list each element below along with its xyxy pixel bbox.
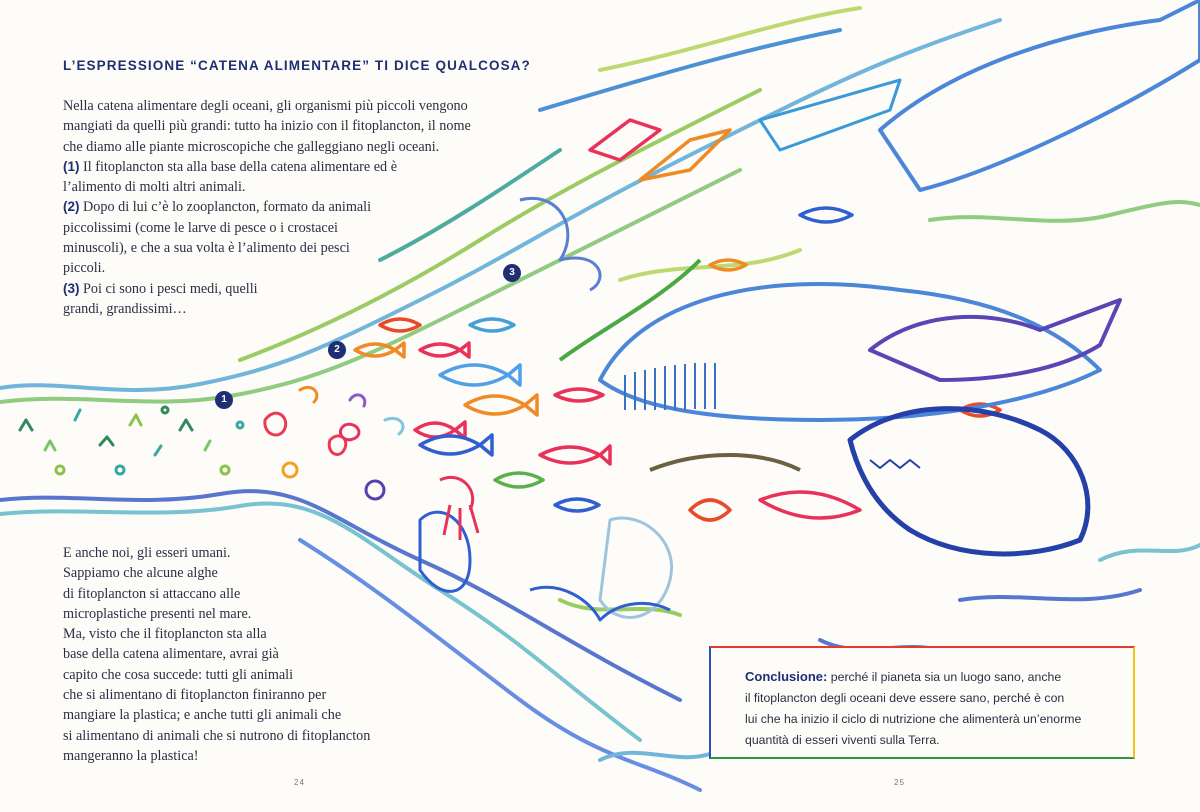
hammerhead-shape bbox=[758, 78, 902, 152]
point-3-line: (3) Poi ci sono i pesci medi, quelli bbox=[63, 279, 471, 299]
intro-line: mangiati da quelli più grandi: tutto ha … bbox=[63, 118, 471, 135]
polar-bear-shape bbox=[598, 516, 673, 619]
conclusion-label: Conclusione: bbox=[745, 669, 828, 684]
point-1-line: l’alimento di molti altri animali. bbox=[63, 179, 246, 196]
top-whale-shape bbox=[878, 0, 1200, 192]
point-2-text: Dopo di lui c’è lo zooplancton, formato … bbox=[79, 199, 372, 216]
point-3-number: (3) bbox=[63, 280, 80, 296]
page-number-left: 24 bbox=[294, 778, 305, 787]
humans-paragraph: E anche noi, gli esseri umani. Sappiamo … bbox=[63, 543, 370, 766]
body-line: capito che cosa succede: tutti gli anima… bbox=[63, 666, 294, 683]
conclusion-text: perché il pianeta sia un luogo sano, anc… bbox=[827, 670, 1062, 684]
badge-3: 3 bbox=[503, 264, 521, 282]
penguin-shape bbox=[418, 510, 472, 593]
fish-shoal bbox=[353, 118, 1002, 522]
point-3-line: grandi, grandissimi… bbox=[63, 300, 187, 317]
intro-paragraph: Nella catena alimentare degli oceani, gl… bbox=[63, 96, 471, 319]
ray-shape bbox=[519, 197, 602, 292]
point-2-line: piccoli. bbox=[63, 260, 106, 277]
body-line: microplastiche presenti nel mare. bbox=[63, 605, 252, 622]
large-animals bbox=[418, 0, 1200, 622]
orca-shape bbox=[847, 406, 1091, 557]
conclusion-line: quantità di esseri viventi sulla Terra. bbox=[745, 733, 940, 747]
body-line: di fitoplancton si attaccano alle bbox=[63, 585, 241, 602]
body-line: che si alimentano di fitoplancton finira… bbox=[63, 687, 327, 704]
intro-line: Nella catena alimentare degli oceani, gl… bbox=[63, 98, 468, 114]
badge-1: 1 bbox=[215, 391, 233, 409]
phytoplankton-cluster bbox=[18, 405, 245, 476]
conclusion-line: Conclusione: perché il pianeta sia un lu… bbox=[745, 666, 1081, 688]
conclusion-line: il fitoplancton degli oceani deve essere… bbox=[745, 691, 1065, 705]
seagull-shape bbox=[529, 585, 671, 622]
point-1-number: (1) bbox=[63, 158, 80, 174]
point-3-text: Poi ci sono i pesci medi, quelli bbox=[79, 280, 258, 297]
intro-line: che diamo alle piante microscopiche che … bbox=[63, 138, 440, 155]
body-line: E anche noi, gli esseri umani. bbox=[63, 545, 231, 561]
point-2-line: piccolissimi (come le larve di pesce o i… bbox=[63, 219, 338, 236]
body-line: mangeranno la plastica! bbox=[63, 747, 199, 764]
sea-lion-shape bbox=[649, 453, 801, 472]
conclusion-line: lui che ha inizio il ciclo di nutrizione… bbox=[745, 712, 1082, 726]
shark-shape bbox=[868, 298, 1122, 382]
point-2-line: (2) Dopo di lui c’è lo zooplancton, form… bbox=[63, 197, 471, 217]
point-2-number: (2) bbox=[63, 199, 80, 215]
body-line: mangiare la plastica; e anche tutti gli … bbox=[63, 707, 342, 724]
body-line: base della catena alimentare, avrai già bbox=[63, 646, 279, 663]
zooplankton-cluster bbox=[263, 385, 405, 501]
page-number-right: 25 bbox=[894, 778, 905, 787]
badge-2: 2 bbox=[328, 341, 346, 359]
body-line: Ma, visto che il fitoplancton sta alla bbox=[63, 626, 267, 643]
point-1-text: Il fitoplancton sta alla base della cate… bbox=[79, 158, 397, 175]
swordfish-shape bbox=[558, 258, 702, 362]
body-line: si alimentano di animali che si nutrono … bbox=[63, 727, 371, 744]
wave-strokes bbox=[0, 6, 1200, 792]
point-2-line: minuscoli), e che a sua volta è l’alimen… bbox=[63, 240, 350, 257]
conclusion-box: Conclusione: perché il pianeta sia un lu… bbox=[709, 646, 1135, 759]
body-line: Sappiamo che alcune alghe bbox=[63, 565, 218, 582]
octopus-shape bbox=[439, 475, 480, 540]
section-heading: L’ESPRESSIONE “CATENA ALIMENTARE” TI DIC… bbox=[63, 58, 531, 73]
whale-shape bbox=[598, 282, 1102, 422]
point-1-line: (1) Il fitoplancton sta alla base della … bbox=[63, 157, 471, 177]
